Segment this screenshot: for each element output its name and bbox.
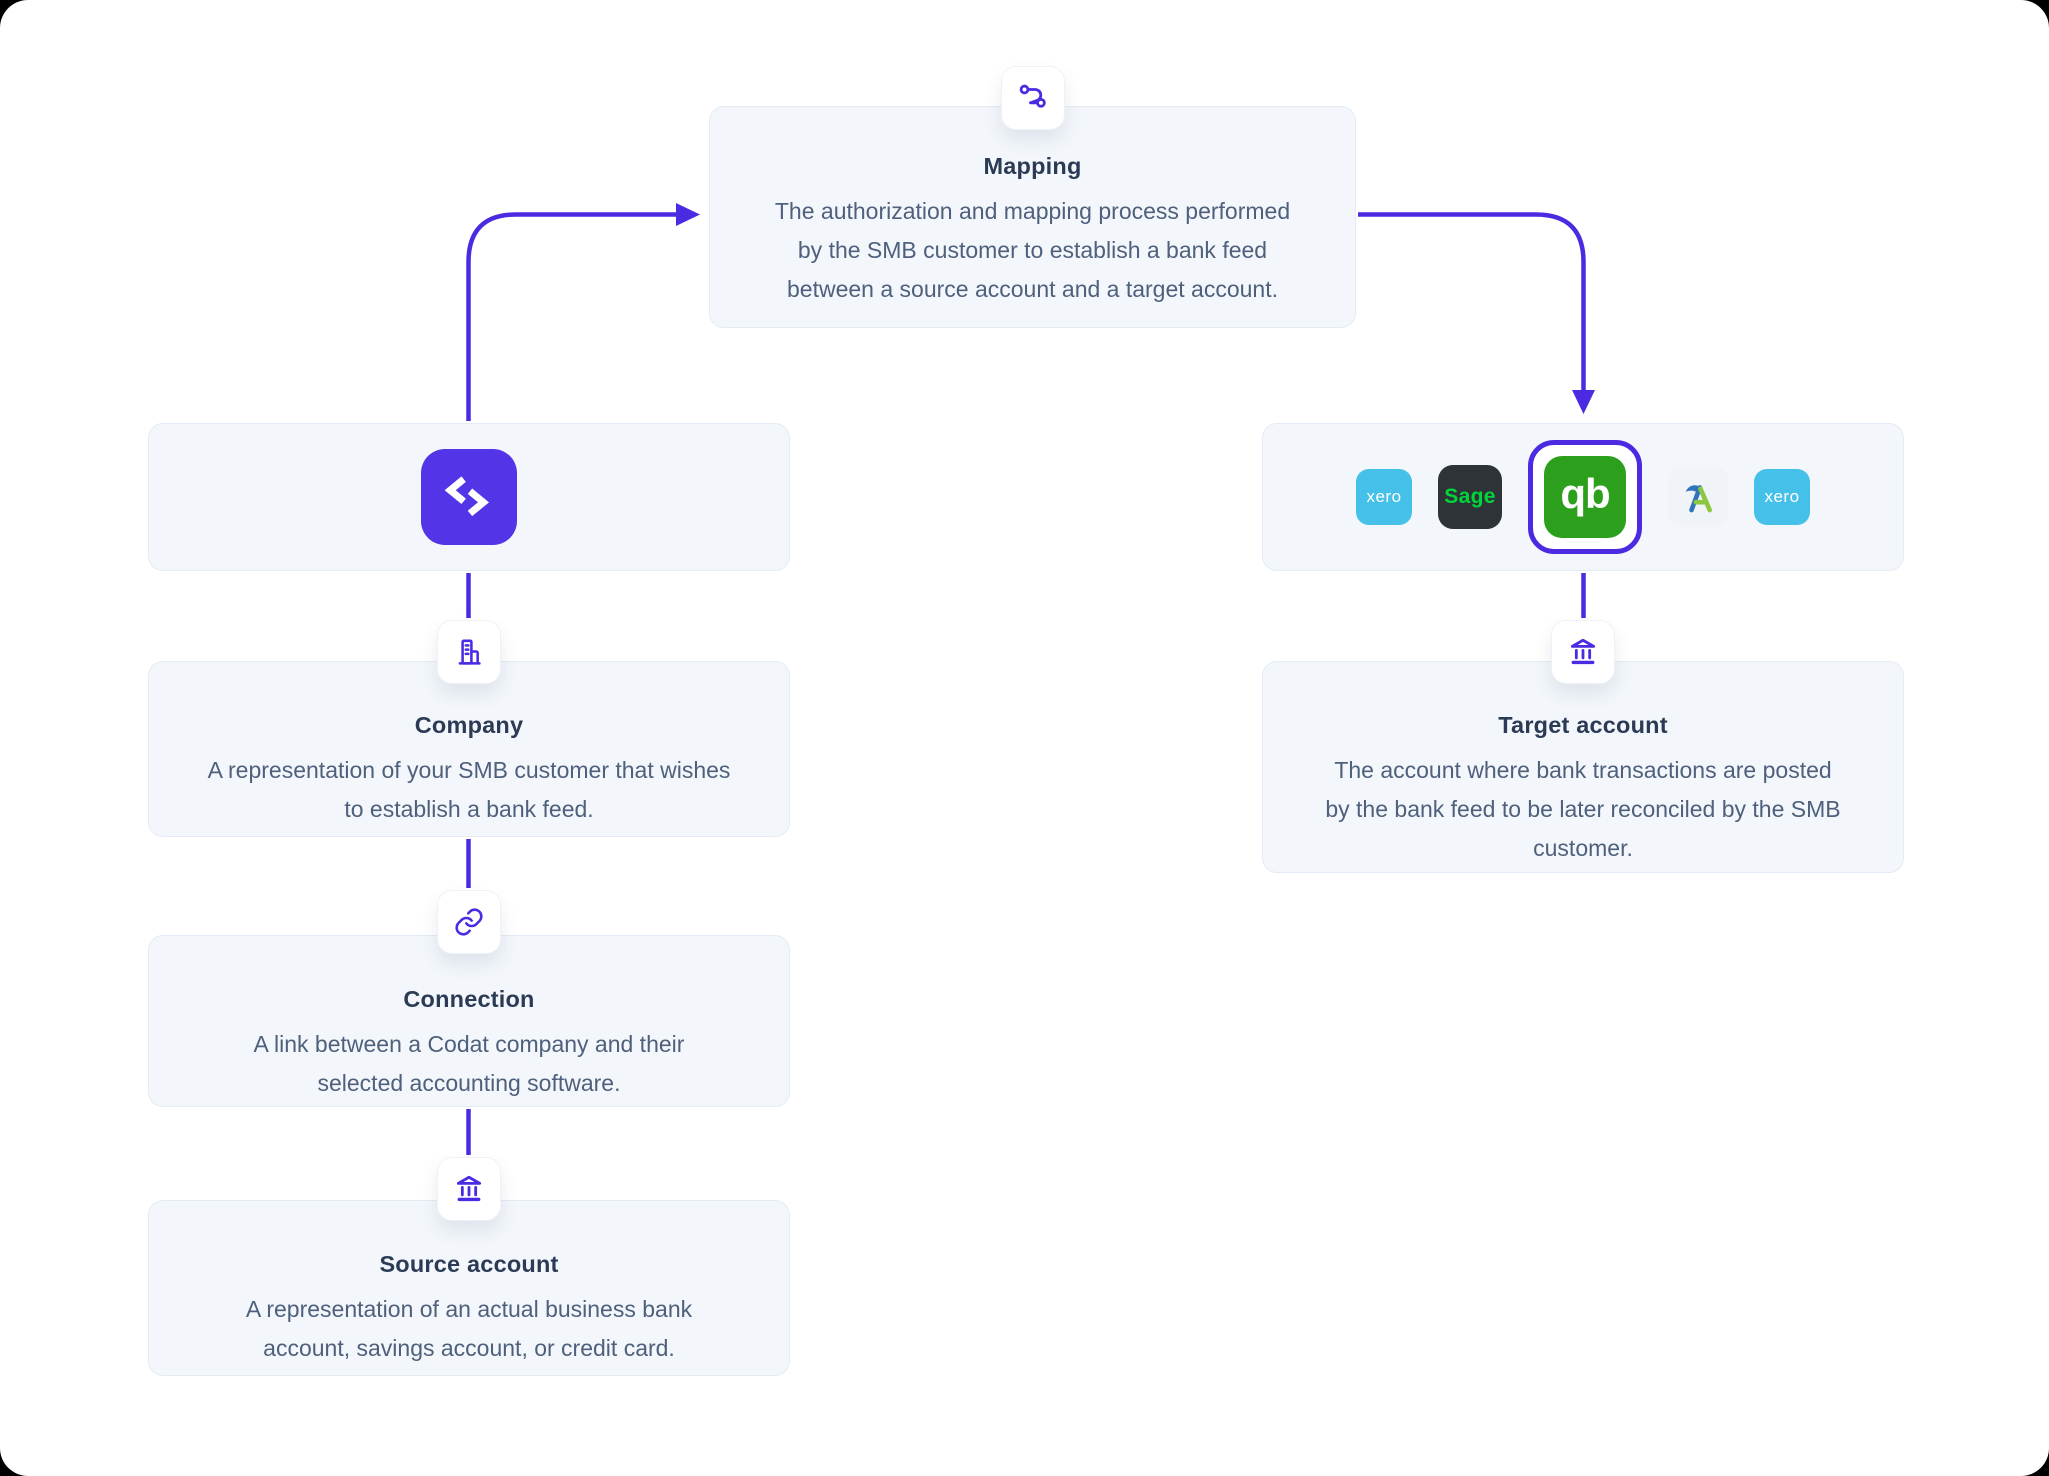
- logo-tile-freeagent: [1668, 467, 1728, 527]
- building-icon: [458, 639, 481, 665]
- bank-icon: [1570, 638, 1596, 665]
- route-icon: [1019, 84, 1046, 108]
- company-icon-badge: [437, 620, 501, 684]
- codat-card: [148, 423, 790, 571]
- quickbooks-logo: qb: [1544, 456, 1626, 538]
- codat-logo: [421, 449, 517, 545]
- xero-logo-text-2: xero: [1764, 487, 1800, 506]
- freeagent-logo-icon: [1685, 485, 1712, 513]
- connection-card: Connection A link between a Codat compan…: [148, 935, 790, 1107]
- target-account-description: The account where bank transactions are …: [1325, 757, 1841, 861]
- source-account-card: Source account A representation of an ac…: [148, 1200, 790, 1376]
- company-description: A representation of your SMB customer th…: [207, 757, 731, 822]
- logo-tile-xero-2: xero: [1754, 469, 1810, 525]
- link-icon: [455, 908, 483, 936]
- sage-logo-text: Sage: [1444, 485, 1496, 508]
- source-account-description: A representation of an actual business b…: [245, 1296, 693, 1361]
- codat-chevrons-icon: [444, 476, 490, 517]
- company-card: Company A representation of your SMB cus…: [148, 661, 790, 837]
- arrow-mapping-to-platforms: [1358, 212, 1595, 414]
- xero-logo-text: xero: [1366, 487, 1402, 506]
- target-account-card: Target account The account where bank tr…: [1262, 661, 1904, 873]
- bank-icon: [456, 1175, 482, 1202]
- logo-tile-xero: xero: [1356, 469, 1412, 525]
- target-account-icon-badge: [1551, 620, 1615, 684]
- connection-description: A link between a Codat company and their…: [253, 1031, 685, 1096]
- platform-logo-row: xero Sage qb: [1263, 424, 1903, 570]
- quickbooks-logo-text: qb: [1560, 470, 1610, 517]
- source-account-icon-badge: [437, 1157, 501, 1221]
- target-account-title: Target account: [1498, 712, 1668, 738]
- mapping-description: The authorization and mapping process pe…: [774, 198, 1291, 302]
- accounting-platforms-card: xero Sage qb: [1262, 423, 1904, 571]
- source-account-title: Source account: [379, 1251, 559, 1277]
- connection-icon-badge: [437, 890, 501, 954]
- arrow-codat-to-mapping: [466, 203, 700, 421]
- logo-tile-sage: Sage: [1438, 465, 1502, 529]
- logo-tile-quickbooks-selected-ring: qb: [1528, 440, 1642, 554]
- company-title: Company: [414, 712, 524, 738]
- connection-title: Connection: [403, 986, 535, 1012]
- mapping-title: Mapping: [983, 153, 1082, 179]
- mapping-card: Mapping The authorization and mapping pr…: [709, 106, 1356, 328]
- mapping-icon-badge: [1001, 66, 1065, 130]
